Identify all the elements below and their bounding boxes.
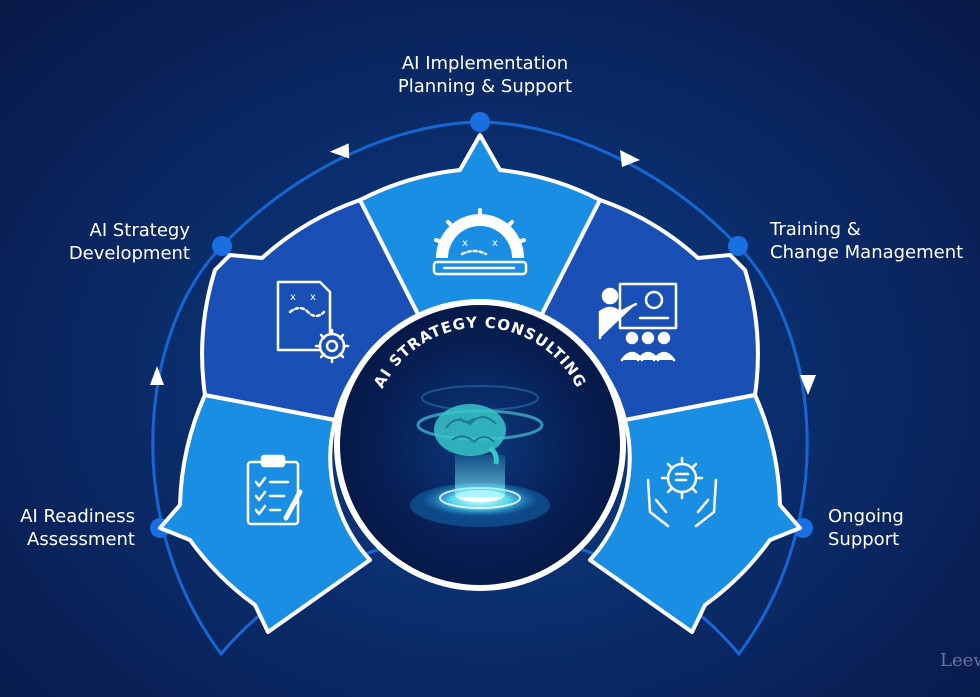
presentation-audience-icon bbox=[598, 282, 678, 362]
watermark: Leew bbox=[940, 650, 980, 671]
hands-gear-support-icon bbox=[646, 456, 718, 528]
step-label-line2: Planning & Support bbox=[397, 76, 573, 97]
arc-arrow-left-lower bbox=[150, 366, 164, 385]
step-label-strategy: AI Strategy Development bbox=[30, 219, 190, 265]
svg-text:x: x bbox=[290, 292, 296, 303]
step-label-ongoing: Ongoing Support bbox=[828, 505, 968, 551]
svg-text:x: x bbox=[492, 238, 498, 249]
step-label-line2: Assessment bbox=[27, 529, 135, 550]
step-label-line2: Change Management bbox=[770, 242, 964, 263]
arc-arrow-right-lower bbox=[800, 375, 816, 395]
arc-dot-left-upper bbox=[212, 236, 232, 256]
step-label-readiness: AI Readiness Assessment bbox=[0, 505, 135, 551]
arc-arrow-left-upper bbox=[329, 143, 350, 159]
ai-brain-hologram-icon bbox=[410, 385, 550, 527]
step-label-line1: Training & bbox=[770, 219, 861, 240]
arc-arrow-right-upper bbox=[620, 150, 640, 167]
step-label-line1: Ongoing bbox=[828, 506, 904, 527]
step-label-implementation: AI Implementation Planning & Support bbox=[340, 52, 630, 98]
arc-dot-top bbox=[470, 112, 490, 132]
step-label-training: Training & Change Management bbox=[770, 218, 980, 264]
arc-dot-right-upper bbox=[728, 236, 748, 256]
checklist-clipboard-icon bbox=[246, 454, 303, 526]
step-label-line1: AI Readiness bbox=[20, 506, 135, 527]
svg-text:x: x bbox=[462, 238, 468, 249]
step-label-line1: AI Strategy bbox=[89, 220, 190, 241]
svg-text:x: x bbox=[310, 292, 316, 303]
gear-plan-pencil-icon: x x bbox=[432, 208, 528, 276]
step-label-line2: Development bbox=[68, 243, 190, 264]
strategy-plan-gear-icon: x x bbox=[276, 280, 350, 364]
step-label-line1: AI Implementation bbox=[401, 53, 569, 74]
step-label-line2: Support bbox=[828, 529, 900, 550]
segment-ongoing bbox=[588, 393, 802, 634]
